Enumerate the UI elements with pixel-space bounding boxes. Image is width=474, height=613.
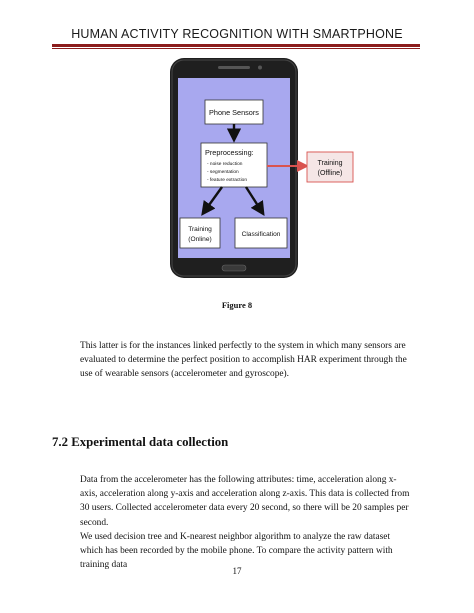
preprocessing-box	[200, 142, 268, 188]
training-offline-label-line1: Training	[317, 160, 342, 167]
section-title-data-collection: 7.2 Experimental data collection	[52, 435, 229, 449]
har-diagram-figure: Phone Sensors Preprocessing: - noise red…	[170, 58, 320, 278]
phone-edge-highlight	[171, 59, 297, 277]
paragraph-data-collection: Data from the accelerometer has the foll…	[80, 473, 410, 572]
classification-label: Classification	[242, 231, 281, 238]
paragraph-algorithms: We used decision tree and K-nearest neig…	[80, 531, 393, 571]
arrow-preprocessing-to-training-online	[201, 186, 223, 216]
preprocessing-item-segmentation: - segmentation	[207, 169, 239, 175]
training-offline-label-line2: (Offline)	[318, 170, 343, 177]
phone-speaker	[218, 66, 250, 69]
page-number: 17	[232, 566, 242, 576]
training-offline-figure-part: Training (Offline)	[306, 151, 354, 183]
classification-box	[234, 217, 288, 249]
preprocessing-item-noise: - noise reduction	[207, 161, 243, 167]
figure-caption: Figure 8	[221, 300, 253, 310]
preprocessing-item-feature: - feature extraction	[207, 177, 247, 183]
page-header-title: HUMAN ACTIVITY RECOGNITION WITH SMARTPHO…	[71, 27, 403, 41]
preprocessing-title: Preprocessing:	[205, 148, 254, 157]
phone-sensors-label: Phone Sensors	[209, 108, 259, 117]
header-rule-thick	[52, 44, 420, 47]
header-rule-thin	[52, 48, 420, 49]
arrow-preprocessing-to-classification	[244, 186, 265, 217]
phone-camera	[258, 65, 262, 70]
training-online-label-line1: Training	[188, 226, 212, 233]
training-online-label-line2: (Online)	[188, 236, 211, 243]
paragraph-har-sensors: This latter is for the instances linked …	[80, 341, 407, 380]
training-offline-box-body	[306, 151, 354, 183]
training-online-box	[179, 217, 221, 249]
phone-home-button	[221, 264, 247, 272]
paragraph-accelerometer-attributes: Data from the accelerometer has the foll…	[80, 475, 410, 528]
